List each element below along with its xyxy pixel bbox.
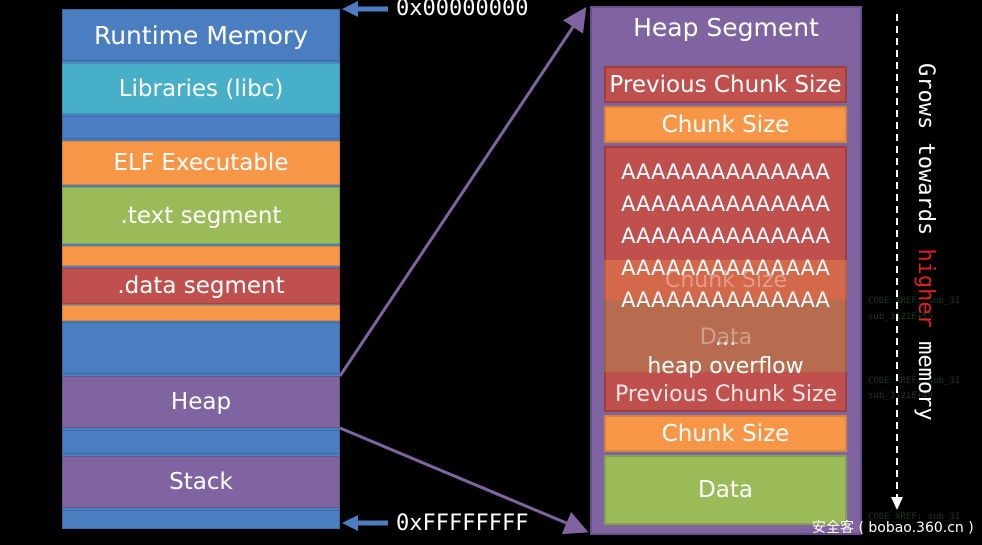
chunk-size-1: Chunk Size bbox=[604, 106, 847, 143]
heap-top-arrow bbox=[338, 7, 587, 377]
overflow-line: AAAAAAAAAAAAAA bbox=[621, 256, 830, 280]
overflow-line: AAAAAAAAAAAAAA bbox=[621, 224, 830, 248]
ghost-data-bg bbox=[604, 300, 847, 372]
overflow-ellipsis: … bbox=[714, 326, 737, 351]
growth-caption-highlight: higher bbox=[913, 248, 938, 328]
bg-code-5: CODE XREF: sub_31 bbox=[868, 512, 961, 522]
gap-block-3 bbox=[62, 430, 340, 454]
overflow-region bbox=[604, 146, 847, 412]
text-segment-block: .text segment bbox=[62, 187, 340, 244]
watermark: 安全客 ( bobao.360.cn ) bbox=[812, 520, 974, 536]
data-segment-block: .data segment bbox=[62, 268, 340, 304]
bg-code-3: CODE XREF: sub_31 bbox=[868, 376, 961, 386]
growth-caption-suffix: memory bbox=[913, 341, 938, 421]
address-high-arrow bbox=[342, 515, 388, 531]
chunk-size-2: Chunk Size bbox=[604, 415, 847, 452]
bg-code-1: CODE XREF: sub_31 bbox=[868, 296, 961, 306]
elf-gap-block-1 bbox=[62, 246, 340, 266]
ghost-prev-chunk-size-label: Previous Chunk Size bbox=[614, 382, 838, 407]
ghost-data-label: Data bbox=[699, 325, 753, 350]
gap-block-2 bbox=[62, 322, 340, 374]
heap-overflow-label: heap overflow bbox=[647, 354, 804, 379]
heap-bottom-arrow bbox=[339, 426, 589, 535]
elf-executable-block: ELF Executable bbox=[62, 141, 340, 185]
growth-direction-arrow bbox=[891, 14, 903, 510]
overflow-line: AAAAAAAAAAAAAA bbox=[621, 288, 830, 312]
address-low-arrow bbox=[342, 1, 388, 17]
gap-block-1 bbox=[62, 116, 340, 139]
address-low-label: 0x00000000 bbox=[396, 0, 529, 21]
prev-chunk-size-1: Previous Chunk Size bbox=[604, 66, 847, 103]
stack-block: Stack bbox=[62, 456, 340, 508]
runtime-memory-title: Runtime Memory bbox=[62, 9, 340, 61]
heap-block: Heap bbox=[62, 376, 340, 428]
growth-caption-prefix: Grows towards bbox=[913, 63, 938, 236]
overflow-line: AAAAAAAAAAAAAA bbox=[621, 160, 830, 184]
libraries-block: Libraries (libc) bbox=[62, 63, 340, 114]
gap-block-4 bbox=[62, 510, 340, 529]
address-high-label: 0xFFFFFFFF bbox=[396, 511, 529, 536]
bg-code-2: sub_3121E+55 bbox=[868, 312, 934, 322]
bg-code-4: sub_3121E+49 bbox=[868, 391, 934, 401]
data-block: Data bbox=[604, 455, 847, 525]
overflow-line: AAAAAAAAAAAAAA bbox=[621, 192, 830, 216]
ghost-chunk-size-label: Chunk Size bbox=[664, 268, 788, 293]
ghost-chunk-size-bg bbox=[604, 260, 847, 300]
elf-gap-block-2 bbox=[62, 305, 340, 321]
growth-caption: Grows towards higher memory bbox=[912, 63, 938, 421]
heap-segment-title: Heap Segment bbox=[633, 13, 819, 42]
